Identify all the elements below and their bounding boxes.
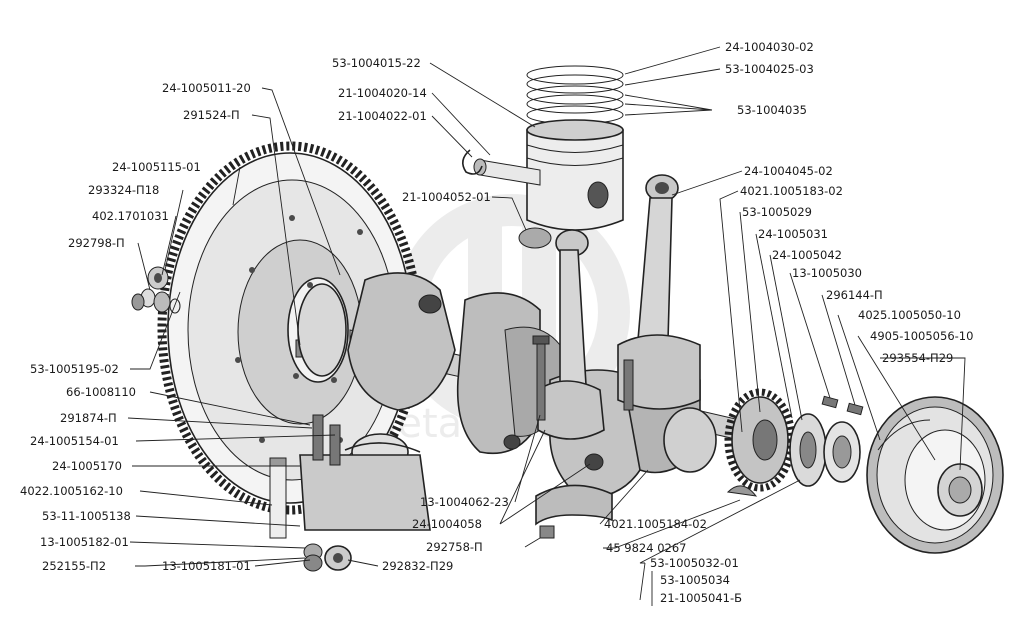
- label-296144-p: 296144-П: [826, 288, 883, 302]
- label-402-1701031: 402.1701031: [92, 209, 169, 223]
- label-53-1005195-02: 53-1005195-02: [30, 362, 119, 376]
- label-53-1004025-03: 53-1004025-03: [725, 62, 814, 76]
- label-291874-p: 291874-П: [60, 411, 117, 425]
- label-53-1004035: 53-1004035: [737, 103, 807, 117]
- label-4022-1005162-10: 4022.1005162-10: [20, 484, 123, 498]
- label-293554-p29: 293554-П29: [882, 351, 953, 365]
- label-4021-1005184-02: 4021.1005184-02: [604, 517, 707, 531]
- label-53-1005029: 53-1005029: [742, 205, 812, 219]
- label-4025-1005050-10: 4025.1005050-10: [858, 308, 961, 322]
- label-24-1005154-01: 24-1005154-01: [30, 434, 119, 448]
- label-66-1008110: 66-1008110: [66, 385, 136, 399]
- label-4021-1005183-02: 4021.1005183-02: [740, 184, 843, 198]
- label-291524-p: 291524-П: [183, 108, 240, 122]
- label-21-1005041-b: 21-1005041-Б: [660, 591, 742, 605]
- label-292832-p29: 292832-П29: [382, 559, 453, 573]
- label-21-1004052-01: 21-1004052-01: [402, 190, 491, 204]
- label-13-1004062-23: 13-1004062-23: [420, 495, 509, 509]
- label-292758-p: 292758-П: [426, 540, 483, 554]
- crankshaft-pulley: [866, 396, 1004, 554]
- label-53-11-1005138: 53-11-1005138: [42, 509, 131, 523]
- label-293324-p18: 293324-П18: [88, 183, 159, 197]
- label-24-1005042: 24-1005042: [772, 248, 842, 262]
- crankshaft-gear: [724, 388, 796, 492]
- label-24-1004058: 24-1004058: [412, 517, 482, 531]
- oil-seal-parts: [726, 395, 864, 497]
- label-53-1004015-22: 53-1004015-22: [332, 56, 421, 70]
- label-53-1005032-01: 53-1005032-01: [650, 556, 739, 570]
- nuts-group: [303, 543, 352, 572]
- connecting-rod-2: [617, 174, 701, 411]
- label-13-1005181-01: 13-1005181-01: [162, 559, 251, 573]
- leader-lines: [127, 46, 966, 601]
- label-24-1004045-02: 24-1004045-02: [744, 164, 833, 178]
- label-21-1004022-01: 21-1004022-01: [338, 109, 427, 123]
- rod-cap: [535, 484, 613, 539]
- label-24-1005170: 24-1005170: [52, 459, 122, 473]
- part-labels: 53-1004015-22 21-1004020-14 21-1004022-0…: [20, 40, 973, 606]
- label-45-9824-0267: 45 9824 0267: [606, 541, 686, 555]
- label-24-1005115-01: 24-1005115-01: [112, 160, 201, 174]
- label-13-1005182-01: 13-1005182-01: [40, 535, 129, 549]
- connecting-rod-1: [532, 229, 605, 440]
- main-bearing-cap: [269, 414, 431, 539]
- label-13-1005030: 13-1005030: [792, 266, 862, 280]
- label-292798-p: 292798-П: [68, 236, 125, 250]
- label-24-1004030-02: 24-1004030-02: [725, 40, 814, 54]
- label-24-1005031: 24-1005031: [758, 227, 828, 241]
- label-21-1004020-14: 21-1004020-14: [338, 86, 427, 100]
- label-24-1005011-20: 24-1005011-20: [162, 81, 251, 95]
- label-53-1005034: 53-1005034: [660, 573, 730, 587]
- label-252155-p2: 252155-П2: [42, 559, 106, 573]
- piston-assembly: [462, 65, 624, 249]
- label-4905-1005056-10: 4905-1005056-10: [870, 329, 973, 343]
